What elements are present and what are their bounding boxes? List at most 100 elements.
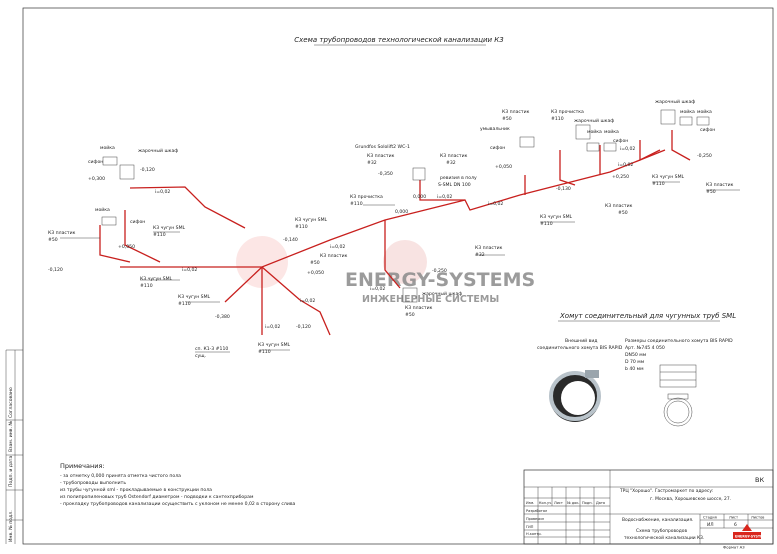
sink-icon bbox=[696, 116, 710, 126]
watermark-subtext: ИНЖЕНЕРНЫЕ СИСТЕМЫ bbox=[362, 294, 499, 305]
diagram-labels: мойка жарочный шкаф сифон -0,120 +0,300 … bbox=[48, 98, 734, 359]
label: К3 чугун SML bbox=[540, 214, 573, 220]
sink-icon bbox=[102, 156, 118, 166]
oven-icon bbox=[402, 287, 418, 303]
label: #110 bbox=[551, 116, 564, 122]
label: i=0,02 bbox=[437, 194, 452, 200]
side-label-sign: Подп. и дата bbox=[8, 456, 14, 487]
format-label: Формат А3 bbox=[723, 545, 745, 550]
col-header: Дата bbox=[596, 501, 605, 505]
doc-code: ВК bbox=[755, 476, 764, 484]
fixtures bbox=[101, 109, 710, 303]
clamp-article: Арт. №745 4 050 bbox=[625, 345, 665, 351]
label: #110 bbox=[652, 181, 665, 187]
label: #32 bbox=[475, 252, 485, 258]
label: -0,130 bbox=[556, 186, 571, 192]
note-line: из трубы чугунной sml - прокладываемые в… bbox=[60, 486, 212, 493]
sewer-pipes bbox=[99, 130, 691, 336]
label: жарочный шкаф bbox=[422, 290, 462, 297]
project-city: г. Москва, Хорошевское шоссе, 27. bbox=[650, 496, 731, 502]
label: -0,120 bbox=[296, 324, 311, 330]
label: -0,350 bbox=[378, 171, 393, 177]
label: #32 bbox=[446, 160, 456, 166]
label: мойка bbox=[95, 206, 110, 213]
label: К3 пластик bbox=[440, 153, 468, 159]
label: мойка bbox=[604, 128, 619, 135]
label: мойка bbox=[680, 108, 695, 115]
label: К3 пластик bbox=[502, 109, 530, 115]
clamp-drawing bbox=[659, 364, 697, 427]
sink-icon bbox=[101, 216, 117, 226]
pump-icon bbox=[412, 167, 426, 181]
label: жарочный шкаф bbox=[138, 147, 178, 154]
label: К3 пластик bbox=[475, 245, 503, 251]
sink-icon bbox=[679, 116, 693, 126]
clamp-photo-icon bbox=[549, 370, 601, 422]
note-line: из полипропиленовых труб Ostendorf диаме… bbox=[60, 494, 254, 500]
clamp-section: Хомут соединительный для чугунных труб S… bbox=[537, 312, 736, 427]
label: -0,250 bbox=[432, 268, 447, 274]
label: +0,050 bbox=[307, 270, 324, 276]
label: -0,140 bbox=[283, 237, 298, 243]
label: К3 пластик bbox=[706, 182, 734, 188]
label: S-SML DN 100 bbox=[438, 182, 471, 188]
label: #50 bbox=[502, 116, 512, 122]
label: К3 чугун SML bbox=[295, 217, 328, 223]
title-block: ВК ТРЦ "Хорошо". Гастромаркет по адресу:… bbox=[523, 469, 774, 550]
label: сп. К1-3 #110 bbox=[195, 346, 228, 352]
label: мойка bbox=[587, 128, 602, 135]
label: мойка bbox=[697, 108, 712, 115]
label: -0,250 bbox=[697, 153, 712, 159]
sheet-frame bbox=[22, 7, 774, 545]
watermark: ENERGY-SYSTEMS ИНЖЕНЕРНЫЕ СИСТЕМЫ bbox=[236, 236, 535, 305]
side-label-replace: Взам. инв. № bbox=[8, 421, 14, 452]
clamp-d: D 70 мм bbox=[625, 359, 645, 365]
label: +0,250 bbox=[612, 174, 629, 180]
label: 0,000 bbox=[413, 194, 426, 200]
label: #50 bbox=[310, 260, 320, 266]
system-name: Водоснабжение, канализация. bbox=[622, 516, 693, 523]
clamp-caption: соединительного хомута BIS RAPID bbox=[537, 345, 623, 351]
col-header: № док. bbox=[567, 501, 580, 505]
company-logo: ENERGY-SYSTEMS bbox=[733, 524, 769, 539]
stage-value: ИЛ bbox=[707, 522, 714, 528]
sheet-title-2: технологической канализации К3. bbox=[624, 534, 704, 541]
label: i=0,02 bbox=[370, 286, 385, 292]
clamp-b: b 40 мм bbox=[625, 366, 644, 372]
sheet-title: Схема трубопроводов bbox=[636, 527, 687, 534]
label: #50 bbox=[48, 237, 58, 243]
stage-header: Стадия bbox=[703, 516, 717, 520]
label: сифон bbox=[88, 159, 103, 165]
label: -0,380 bbox=[215, 314, 230, 320]
label: i=0,02 bbox=[618, 162, 633, 168]
label: К3 чугун SML bbox=[652, 174, 685, 180]
col-header: Подп. bbox=[582, 501, 593, 505]
project-address: ТРЦ "Хорошо". Гастромаркет по адресу: bbox=[619, 488, 713, 494]
clamp-title: Хомут соединительный для чугунных труб S… bbox=[559, 312, 736, 320]
label: #110 bbox=[153, 232, 166, 238]
label: #110 bbox=[140, 283, 153, 289]
note-line: - трубопроводы выполнить bbox=[60, 480, 126, 486]
label: К3 прочистка bbox=[350, 194, 383, 200]
label: К3 чугун SML bbox=[258, 342, 291, 348]
col-header: Лист bbox=[554, 501, 563, 505]
notes-heading: Примечания: bbox=[60, 462, 105, 470]
clamp-size-caption: Размеры соединительного хомута BIS RAPID bbox=[625, 338, 733, 344]
oven-icon bbox=[119, 164, 135, 180]
label: К3 пластик bbox=[320, 253, 348, 259]
label: #110 bbox=[258, 349, 271, 355]
role-label: Н.контр. bbox=[526, 532, 542, 536]
role-label: ГИП bbox=[526, 525, 534, 529]
label: Grundfos Sololift2 WC-1 bbox=[355, 144, 410, 150]
note-line: - прокладку трубопроводов канализации ос… bbox=[60, 501, 296, 507]
label: +0,300 bbox=[88, 176, 105, 182]
notes: Примечания: - за отметку 0,000 принята о… bbox=[60, 462, 296, 507]
drawing-title: Схема трубопроводов технологической кана… bbox=[294, 36, 503, 44]
label: #50 bbox=[706, 189, 716, 195]
label: сифон bbox=[490, 145, 505, 151]
label: К3 пластик bbox=[405, 305, 433, 311]
logo-text: ENERGY-SYSTEMS bbox=[735, 535, 769, 539]
col-header: Изм. bbox=[526, 501, 534, 505]
label: жарочный шкаф bbox=[655, 98, 695, 105]
